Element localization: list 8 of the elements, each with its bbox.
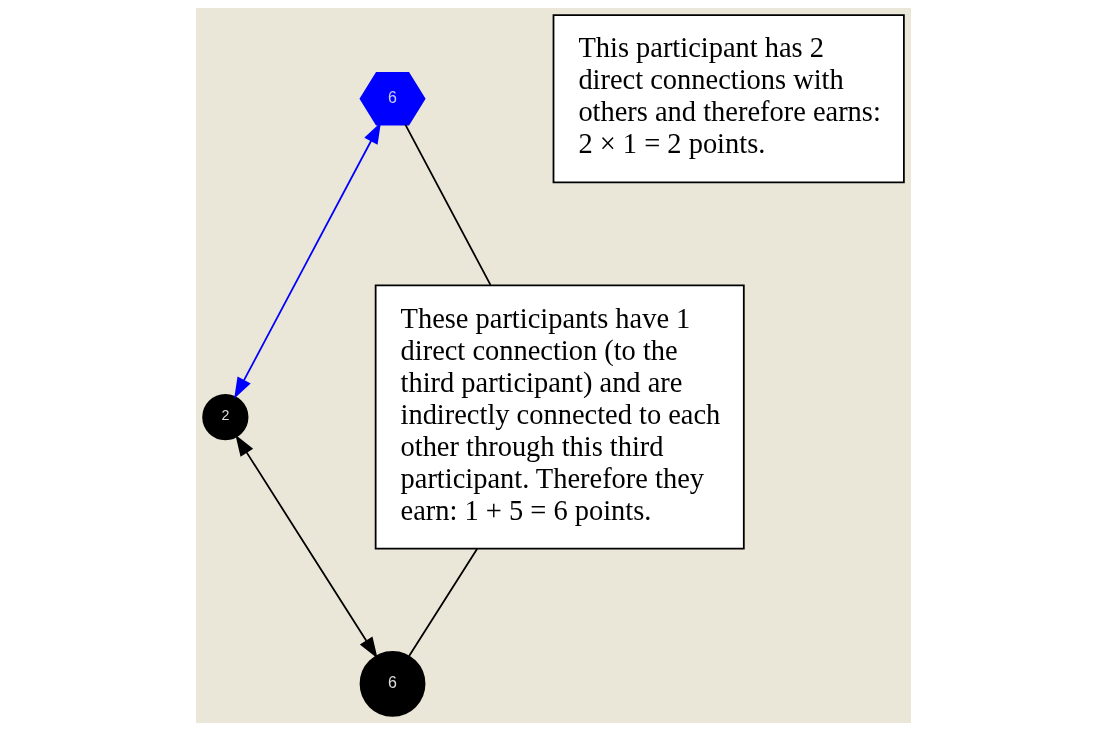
node-box: This participant has 2 direct connections with others and therefore earns: 2 × 1 = 2 points. bbox=[552, 14, 905, 184]
node-circle: 2 bbox=[202, 393, 249, 441]
arrow bbox=[234, 122, 381, 399]
connector bbox=[404, 123, 492, 286]
node-box: These participants have 1 direct connection (to the third participant) and are indirectly connected to each other through this third participant. Therefore they earn: 1 + 5 = 6 points. bbox=[374, 284, 745, 550]
arrow bbox=[235, 434, 378, 659]
connector bbox=[408, 548, 478, 657]
node-circle: 6 bbox=[359, 650, 426, 717]
